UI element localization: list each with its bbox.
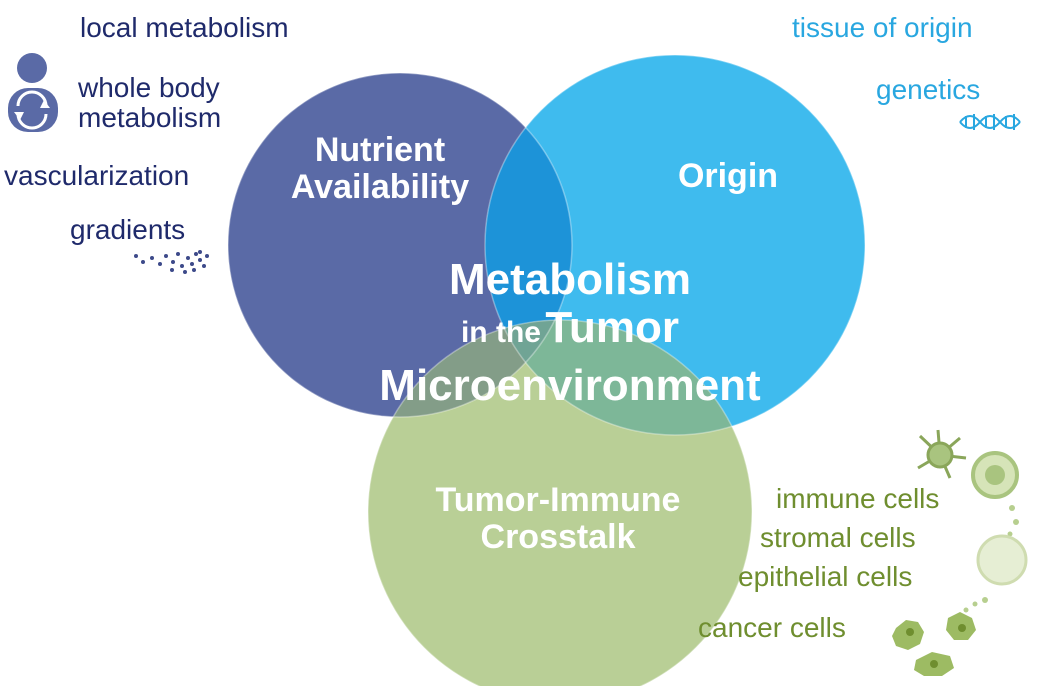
dna-helix-icon [959,114,1021,130]
center-title-line3: Microenvironment [379,361,761,410]
nutrient-title-line2: Availability [290,168,470,206]
nutrient-availability-title: Nutrient Availability [276,132,484,206]
center-title-line2: in the Tumor [330,305,810,361]
center-title: Metabolism in the Tumor Microenvironment [330,255,810,411]
label-immune-cells: immune cells [776,483,940,514]
particles-icon [134,250,209,274]
round-cell-icon [971,451,1019,499]
label-cancer-cells: cancer cells [698,612,846,643]
label-tissue-of-origin: tissue of origin [792,12,973,43]
label-genetics: genetics [876,74,981,105]
origin-title: Origin [677,157,779,195]
tumor-immune-crosstalk-circle [368,320,752,686]
crosstalk-origin-overlap [485,320,752,435]
nutrient-availability-circle [228,73,572,417]
crosstalk-title-line2: Crosstalk [480,518,636,556]
tumor-immune-crosstalk-title: Tumor-Immune Crosstalk [408,482,708,556]
nutrient-title-line1: Nutrient [314,131,446,169]
label-vascularization: vascularization [4,160,190,191]
immune-cell-icon [917,429,967,479]
label-epithelial-cells: epithelial cells [738,561,913,592]
person-cycle-icon [8,53,58,132]
label-gradients: gradients [70,214,186,245]
label-whole-body-metabolism: metabolism [78,102,222,133]
crosstalk-title-line1: Tumor-Immune [435,481,681,519]
pale-cell-icon [976,534,1028,586]
label-whole-body: whole body [78,72,220,103]
center-title-prefix: in the [460,316,541,349]
cancer-cell-icon [892,612,976,676]
label-stromal-cells: stromal cells [760,522,916,553]
cell-dots [963,505,1019,613]
center-title-line1: Metabolism [448,255,692,304]
label-local-metabolism: local metabolism [80,12,289,43]
center-title-main: Tumor [545,303,680,352]
